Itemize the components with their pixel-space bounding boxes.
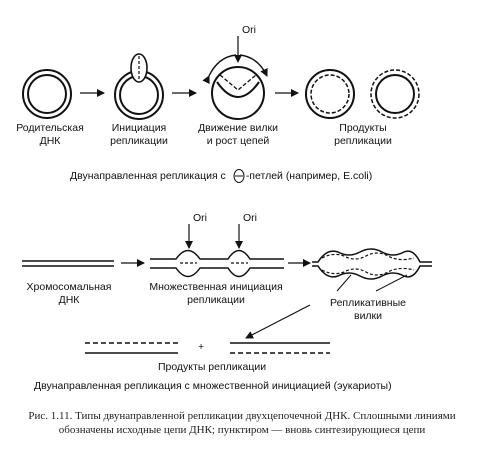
figure-caption: Рис. 1.11. Типы двунаправленной репликац… [28, 410, 456, 436]
products-label: Продукты репликации [157, 361, 267, 373]
chromosomal-label-line2: ДНК [58, 294, 80, 306]
chromosomal-dna-label: Хромосомальная ДНК [14, 281, 124, 307]
plus-sign: + [198, 341, 205, 353]
section-title-theta-suffix: -петлей (например, E.coli) [245, 170, 373, 182]
product-circle-1 [305, 69, 355, 119]
stage-label-parental-line1: Родительская [16, 122, 84, 134]
stage-label-products-line1: Продукты [339, 122, 387, 134]
section-title-theta: Двунаправленная репликация сΘ-петлей (на… [70, 170, 372, 183]
chromosomal-label-line1: Хромосомальная [26, 281, 112, 293]
stage-label-products: Продукты репликации [318, 122, 408, 148]
section-title-eukaryotes: Двунаправленная репликация с множественн… [34, 380, 392, 392]
multiple-initiation-label: Множественная инициация репликации [140, 281, 292, 307]
replication-forks-label: Репликативные вилки [318, 297, 418, 323]
stage-label-fork-movement: Движение вилки и рост цепей [188, 122, 288, 148]
initiation-circle [114, 53, 164, 120]
multiple-initiation-dna [150, 249, 284, 278]
stage-label-initiation-line1: Инициация [111, 122, 167, 134]
product-circle-2 [370, 69, 420, 119]
stage-label-parental: Родительская ДНК [4, 122, 96, 148]
initiation-label-line1: Множественная инициация [149, 281, 283, 293]
stage-label-fork-line2: и рост цепей [206, 135, 270, 147]
replication-forks-dna [312, 248, 432, 280]
parental-dna-circle [22, 69, 72, 119]
section-title-theta-prefix: Двунаправленная репликация с [70, 170, 226, 182]
stage-label-initiation: Инициация репликации [98, 122, 180, 148]
ori-label-bottom-2: Ori [243, 212, 257, 224]
forks-label-line2: вилки [353, 310, 383, 322]
ori-label-top: Ori [242, 24, 256, 36]
arrow-6 [245, 304, 311, 339]
stage-label-parental-line2: ДНК [39, 135, 61, 147]
fork-pointer-2 [375, 274, 408, 292]
stage-label-fork-line1: Движение вилки [198, 122, 278, 134]
theta-placeholder: Θ [226, 170, 246, 183]
initiation-label-line2: репликации [187, 294, 245, 306]
theta-symbol [233, 169, 245, 183]
linear-products [85, 342, 330, 354]
chromosomal-dna-strands [22, 260, 114, 267]
fork-pointer-1 [336, 274, 352, 292]
fork-movement-circle [202, 54, 268, 120]
stage-label-initiation-line2: репликации [110, 135, 168, 147]
ori-label-bottom-1: Ori [193, 212, 207, 224]
stage-label-products-line2: репликации [334, 135, 392, 147]
forks-label-line1: Репликативные [330, 297, 406, 309]
